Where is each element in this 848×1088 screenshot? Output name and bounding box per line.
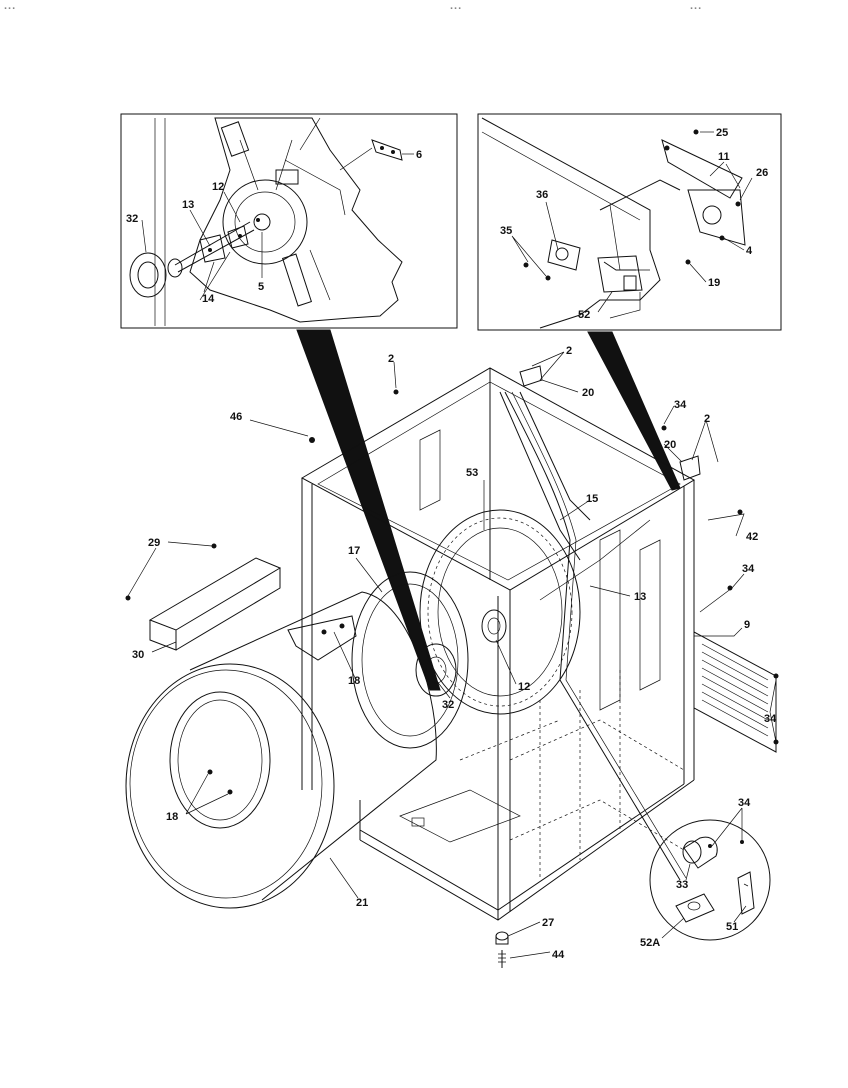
- callout-52: 52: [578, 309, 590, 321]
- callout-13-main: 13: [634, 591, 646, 603]
- callout-15: 15: [586, 493, 598, 505]
- callout-21: 21: [356, 897, 368, 909]
- callout-35: 35: [500, 225, 512, 237]
- callout-2-b: 2: [566, 345, 572, 357]
- toe-panel: [125, 543, 282, 651]
- callout-34-b: 34: [742, 563, 755, 575]
- magnifier-wedge-left: [296, 329, 441, 691]
- callout-29: 29: [148, 537, 160, 549]
- callout-34-a: 34: [674, 399, 687, 411]
- callout-51: 51: [726, 921, 738, 933]
- callout-44: 44: [552, 949, 565, 961]
- callout-32-inset: 32: [126, 213, 138, 225]
- callout-36: 36: [536, 189, 548, 201]
- callout-9: 9: [744, 619, 750, 631]
- callout-18-b: 18: [166, 811, 178, 823]
- drive-belt: [504, 391, 681, 881]
- callout-20-a: 20: [582, 387, 594, 399]
- header-right: ...: [690, 0, 703, 12]
- callout-19: 19: [708, 277, 720, 289]
- header-center: ...: [450, 0, 463, 12]
- callout-5: 5: [258, 281, 264, 293]
- cabinet-frame: [300, 367, 696, 921]
- callout-4: 4: [746, 245, 753, 257]
- callout-11: 11: [718, 151, 730, 163]
- rear-vent-panel: [693, 631, 779, 753]
- header-left: ...: [4, 0, 17, 12]
- callout-42: 42: [746, 531, 758, 543]
- magnifier-wedge-right: [587, 331, 681, 491]
- callout-30: 30: [132, 649, 144, 661]
- callout-46: 46: [230, 411, 242, 423]
- callout-26: 26: [756, 167, 768, 179]
- callout-27: 27: [542, 917, 554, 929]
- callout-33: 33: [676, 879, 688, 891]
- callout-17: 17: [348, 545, 360, 557]
- callout-52A: 52A: [640, 937, 660, 949]
- inset-right-panel: [477, 113, 782, 331]
- callout-32-main: 32: [442, 699, 454, 711]
- leveling-foot: [495, 931, 509, 968]
- callout-20-b: 20: [664, 439, 676, 451]
- top-bracket-left: [519, 365, 543, 387]
- leader-lines: [127, 131, 777, 959]
- inset-left-panel: [120, 113, 458, 329]
- callout-34-c: 34: [764, 713, 777, 725]
- callout-12-main: 12: [518, 681, 530, 693]
- callout-6: 6: [416, 149, 422, 161]
- detail-circle: [649, 819, 771, 941]
- rear-bulkhead: [419, 509, 581, 715]
- top-bracket-right: [679, 455, 701, 481]
- callout-14: 14: [202, 293, 215, 305]
- callout-34-d: 34: [738, 797, 751, 809]
- callout-25: 25: [716, 127, 728, 139]
- callout-2-a: 2: [388, 353, 394, 365]
- callout-53: 53: [466, 467, 478, 479]
- callout-18-a: 18: [348, 675, 360, 687]
- callout-12-inset: 12: [212, 181, 224, 193]
- callout-labels: 6 12 13 32 14 5 25 11 26 36 35 4 19 52 2…: [126, 127, 777, 961]
- callout-13-inset: 13: [182, 199, 194, 211]
- drum: [125, 571, 469, 909]
- callout-2-c: 2: [704, 413, 710, 425]
